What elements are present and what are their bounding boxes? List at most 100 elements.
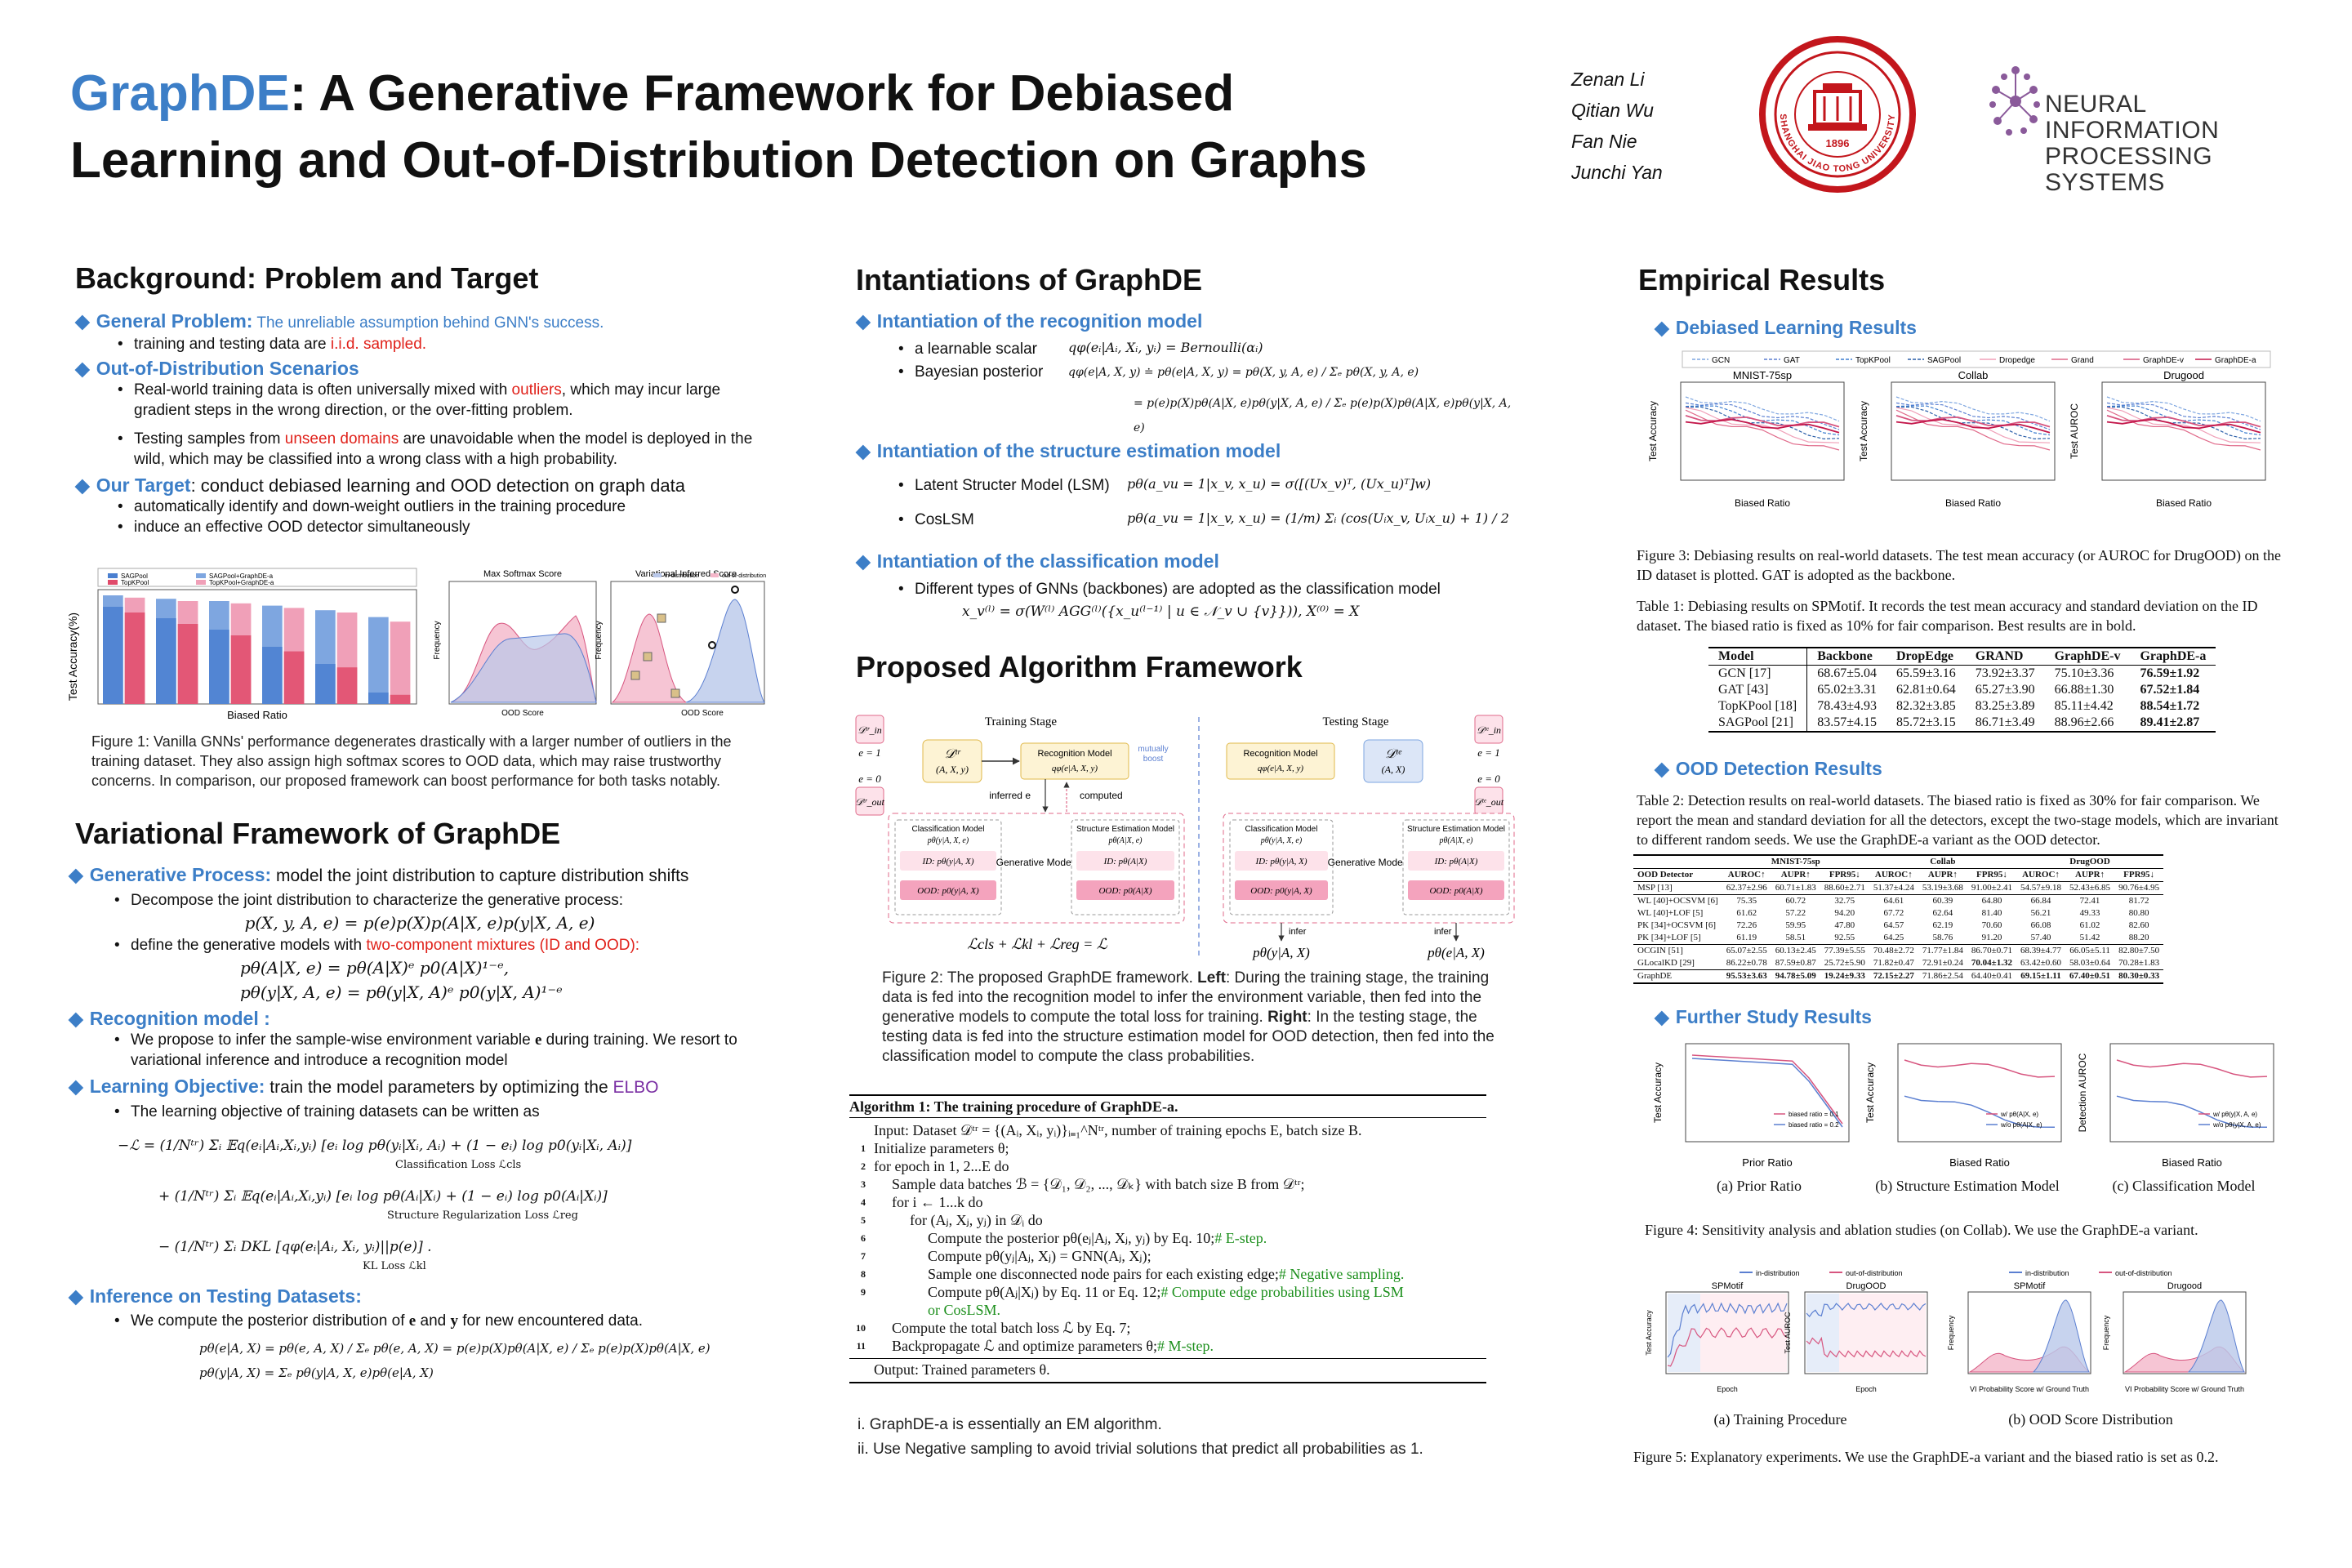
tab2-cell: 25.72±5.90: [1824, 958, 1865, 968]
algo-line-comment: # E-step.: [1214, 1230, 1267, 1246]
target-bullet-2: induce an effective OOD detector simulta…: [108, 517, 761, 537]
fig2-str-model-te: Structure Estimation Model: [1407, 825, 1505, 834]
algo-line-number: 7: [861, 1250, 866, 1262]
tab2-cell: 64.25: [1883, 933, 1904, 942]
tab2-cell: 59.95: [1785, 920, 1806, 930]
algo-line-text: for (Aⱼ, Xⱼ, yⱼ) in 𝒟ᵢ do: [910, 1212, 1043, 1228]
inf-eq-1: pθ(e|A, X) = pθ(e, A, X) / Σₑ pθ(e, A, X…: [199, 1341, 710, 1356]
inf-eq-2: pθ(y|A, X) = Σₑ pθ(y|A, X, e)pθ(e|A, X): [199, 1365, 434, 1380]
fig4-series-line: [1904, 1095, 2056, 1129]
tab2-cell: 19.24±9.33: [1824, 971, 1865, 981]
fig5-shade: [1668, 1294, 1700, 1372]
tab1-header-cell: GraphDE-a: [2140, 649, 2207, 663]
fig5-shade: [1700, 1294, 1787, 1372]
inst-rec-eq-3: = p(e)p(X)pθ(A|X, e)pθ(y|X, A, e) / Σₑ p…: [1134, 397, 1512, 434]
fig1-freq-mid: Frequency: [433, 621, 442, 659]
fig3-xlabel: Biased Ratio: [1945, 497, 2001, 509]
fig4-subcap-a: (a) Prior Ratio: [1717, 1178, 1802, 1194]
fig3-series-line: [2106, 396, 2261, 422]
tab2-cell: 52.43±6.85: [2069, 883, 2111, 893]
tab2-header-cell: FPR95↓: [1829, 870, 1860, 880]
fig3-legend-label: SAGPool: [1927, 356, 1961, 365]
fig4-subcap-c: (c) Classification Model: [2112, 1178, 2256, 1194]
algo-title: Algorithm 1: The training procedure of G…: [849, 1098, 1178, 1115]
figure-1-svg: SAGPool SAGPool+GraphDE-a TopKPool TopKP…: [66, 568, 766, 721]
tab2-cell: 66.84: [2030, 896, 2051, 906]
tab2-cell: 57.22: [1785, 908, 1806, 918]
fig3-series-line: [2106, 418, 2261, 434]
tab2-cell: 81.40: [1981, 908, 2002, 918]
tab2-cell: 81.72: [2128, 896, 2149, 906]
algo-line-text: for i ← 1...k do: [892, 1194, 983, 1210]
fig1-bar: [368, 693, 389, 704]
general-problem: ◆General Problem: The unreliable assumpt…: [75, 310, 604, 332]
tab2-cell: 70.48±2.72: [1873, 946, 1914, 956]
fig3-legend-label: TopKPool: [1855, 356, 1891, 365]
fig5-shade: [1806, 1294, 1839, 1372]
fig2-din-te: 𝒟ᵗᵉ_in: [1477, 724, 1501, 736]
fig5-ylabel: Test AUROC: [1784, 1312, 1792, 1354]
fig3-series-line: [2106, 402, 2261, 430]
sjtu-logo: 1896 SHANGHAI JIAO TONG UNIVERSITY: [1756, 33, 1919, 196]
fig4-xlabel: Prior Ratio: [1742, 1156, 1792, 1169]
inst-structure-label: ◆Intantiation of the structure estimatio…: [856, 440, 1281, 461]
algo-line-number: 6: [861, 1232, 866, 1244]
inst-rec-bullet-2: Bayesian posterior: [889, 362, 1043, 382]
inst-rec-bullet-1: a learnable scalar: [889, 339, 1037, 359]
tab2-cell: PK [34]+LOF [5]: [1637, 933, 1701, 942]
tab2-cell: 61.19: [1736, 933, 1757, 942]
tab1-cell: 66.88±1.30: [2054, 683, 2114, 697]
inst-classification-label: ◆Intantiation of the classification mode…: [856, 550, 1219, 572]
tab1-cell: 68.67±5.04: [1806, 665, 1886, 682]
fig4-panel-frame: [2109, 1043, 2274, 1143]
elbo-eq-1-label: Classification Loss ℒcls: [395, 1159, 522, 1171]
fig4-ylabel: Test Accuracy: [1652, 1062, 1664, 1123]
tab2-cell: 94.20: [1834, 908, 1855, 918]
neurips-line2: PROCESSING SYSTEMS: [2045, 143, 2213, 196]
fig5-id-density: [2032, 1299, 2090, 1373]
tab2-cell: 80.30±0.33: [2118, 971, 2160, 981]
tab2-cell: 64.61: [1883, 896, 1904, 906]
elbo-eq-3-label: KL Loss ℒkl: [363, 1260, 426, 1272]
tab2-cell: MSP [13]: [1637, 883, 1673, 893]
fig4-series-line: [1691, 1058, 1843, 1128]
tab2-cell: 90.76±4.95: [2118, 883, 2160, 893]
fig2-cls-model-tr-f: pθ(y|A, X, e): [927, 836, 969, 845]
fig4-legend-label: w/o pθ(A|X, e): [2000, 1121, 2042, 1129]
neurips-wordmark: NEURAL INFORMATION PROCESSING SYSTEMS: [2045, 91, 2319, 196]
author-list: Zenan Li Qitian Wu Fan Nie Junchi Yan: [1571, 64, 1663, 188]
recognition-model-label: ◆Recognition model :: [69, 1008, 270, 1029]
fig1-bar: [368, 617, 389, 704]
author-1: Zenan Li: [1571, 69, 1645, 90]
tab2-cell: 51.42: [2079, 933, 2100, 942]
fig5-panel-title: DrugOOD: [1846, 1281, 1886, 1291]
tab2-cell: 92.55: [1834, 933, 1855, 942]
fig3-legend-label: GCN: [1712, 356, 1730, 365]
author-3: Fan Nie: [1571, 131, 1637, 152]
fig5-series-line: [1667, 1302, 1788, 1358]
tab1-cell: 85.11±4.42: [2054, 699, 2114, 713]
fig1-bar-chart: [97, 589, 417, 705]
fig5-xlabel: Epoch: [1717, 1385, 1738, 1393]
fig4-subcap-b: (b) Structure Estimation Model: [1875, 1178, 2060, 1194]
tab2-cell: 60.72: [1785, 896, 1806, 906]
algo-line-text: Compute the total batch loss ℒ by Eq. 7;: [892, 1320, 1131, 1336]
inst-cls-eq: x_v⁽ˡ⁾ = σ(W⁽ˡ⁾ AGG⁽ˡ⁾({x_u⁽ˡ⁻¹⁾ | u ∈ 𝒩…: [962, 604, 1360, 620]
fig3-series-line: [1895, 396, 2051, 422]
section-background-title: Background: Problem and Target: [75, 261, 539, 295]
tab1-cell: 67.52±1.84: [2140, 683, 2200, 697]
inst-str-bullet-1: Latent Structer Model (LSM): [889, 475, 1110, 496]
tab2-header-cell: AUROC↑: [1727, 870, 1766, 880]
tab2-cell: 49.33: [2079, 908, 2100, 918]
fig3-series-line: [1895, 418, 2051, 434]
tab2-cell: 91.00±2.41: [1971, 883, 2012, 893]
inference-label: ◆Inference on Testing Datasets:: [69, 1285, 362, 1307]
fig5-xlabel: Epoch: [1855, 1385, 1877, 1393]
algo-input: Input: Dataset 𝒟ᵗʳ = {(Aᵢ, Xᵢ, yᵢ)}ᵢ₌₁^N…: [874, 1122, 1362, 1138]
